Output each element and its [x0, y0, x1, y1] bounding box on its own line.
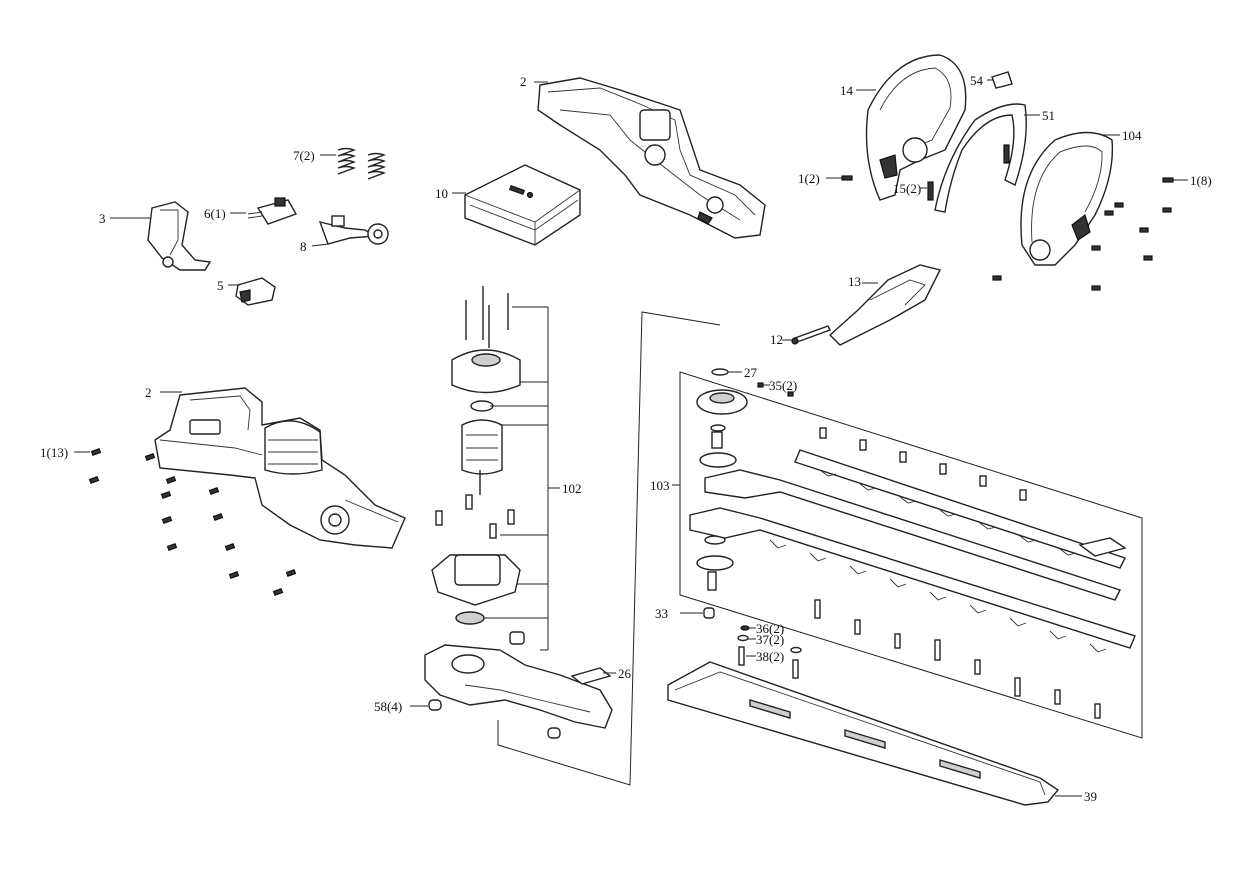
- label-14: 14: [840, 83, 854, 98]
- label-35: 35(2): [769, 378, 797, 393]
- springs-15: [927, 144, 1010, 201]
- label-39: 39: [1084, 789, 1097, 804]
- blade-guard-39: [667, 661, 1060, 806]
- screws-1-13: [88, 447, 297, 597]
- label-2-left: 2: [145, 385, 152, 400]
- guard-13: [828, 264, 942, 346]
- handle-104: [1020, 131, 1114, 266]
- label-33: 33: [655, 606, 668, 621]
- label-7: 7(2): [293, 148, 315, 163]
- blade-upper: [704, 449, 1126, 601]
- label-8: 8: [300, 239, 307, 254]
- fasteners-36-38: [737, 625, 802, 679]
- label-102: 102: [562, 481, 582, 496]
- label-38: 38(2): [756, 649, 784, 664]
- screws-1-8: [992, 177, 1174, 291]
- motor-assembly-102: [431, 286, 521, 625]
- blade-bolts: [814, 427, 1101, 719]
- label-1-8: 1(8): [1190, 173, 1212, 188]
- lock-button-5: [235, 277, 276, 306]
- label-6: 6(1): [204, 206, 226, 221]
- washer-27: [711, 368, 729, 376]
- front-handle-14: [865, 54, 967, 201]
- label-5: 5: [217, 278, 224, 293]
- label-10: 10: [435, 186, 448, 201]
- gear-drive: [696, 389, 748, 591]
- bearing-26: [570, 667, 612, 685]
- label-2-top: 2: [520, 74, 527, 89]
- label-1-2: 1(2): [798, 171, 820, 186]
- spacer-33: [703, 607, 715, 619]
- switch-cover-3: [147, 201, 212, 271]
- battery-pack-10: [464, 164, 581, 246]
- label-27: 27: [744, 365, 758, 380]
- label-3: 3: [99, 211, 106, 226]
- springs-7: [337, 147, 386, 180]
- trigger-lever-8: [318, 215, 389, 245]
- label-51: 51: [1042, 108, 1055, 123]
- clip-54: [991, 71, 1013, 89]
- label-103: 103: [650, 478, 670, 493]
- blade-group-box: [679, 371, 1143, 739]
- assembled-housing-2: [154, 387, 406, 549]
- leader-polygon: [497, 311, 721, 786]
- label-104: 104: [1122, 128, 1142, 143]
- label-37: 37(2): [756, 632, 784, 647]
- label-1-13: 1(13): [40, 445, 68, 460]
- label-15: 15(2): [893, 181, 921, 196]
- bracket-51: [934, 103, 1027, 213]
- screws-1-2: [841, 175, 853, 181]
- gear-housing: [424, 631, 613, 729]
- label-26: 26: [618, 666, 632, 681]
- bracket-102: [484, 306, 560, 651]
- spacers-58: [428, 699, 561, 739]
- housing-half-top: [537, 77, 766, 239]
- label-36: 36(2): [756, 621, 784, 636]
- microswitch-6: [247, 197, 298, 225]
- label-13: 13: [848, 274, 861, 289]
- label-58: 58(4): [374, 699, 402, 714]
- label-54: 54: [970, 73, 984, 88]
- pin-12: [791, 325, 831, 345]
- label-12: 12: [770, 332, 783, 347]
- blade-lower: [689, 507, 1136, 653]
